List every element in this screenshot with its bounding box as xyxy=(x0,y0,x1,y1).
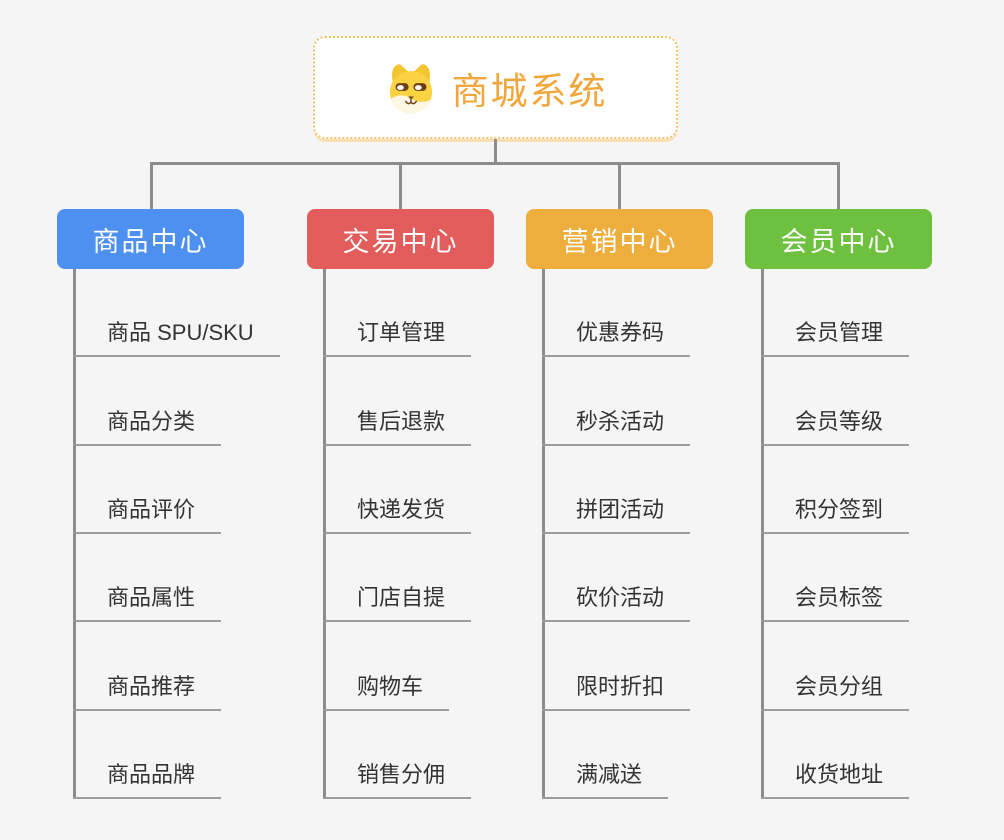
leaf-node-shipping-address[interactable]: 收货地址 xyxy=(761,751,910,799)
leaf-node-store-pickup[interactable]: 门店自提 xyxy=(323,574,472,622)
branch-node-trade-center[interactable]: 交易中心 xyxy=(307,209,494,269)
leaf-node-limited-time-discount[interactable]: 限时折扣 xyxy=(542,663,691,711)
leaf-node-member-tag[interactable]: 会员标签 xyxy=(761,574,910,622)
spine-goods-center xyxy=(73,269,76,799)
leaf-node-goods-spu-sku[interactable]: 商品 SPU/SKU xyxy=(73,309,280,357)
branch-node-marketing-center[interactable]: 营销中心 xyxy=(526,209,713,269)
leaf-node-express-delivery[interactable]: 快递发货 xyxy=(323,486,472,534)
leaf-node-order-management[interactable]: 订单管理 xyxy=(323,309,472,357)
leaf-node-points-checkin[interactable]: 积分签到 xyxy=(761,486,910,534)
leaf-node-goods-category[interactable]: 商品分类 xyxy=(73,398,222,446)
leaf-node-aftersale-refund[interactable]: 售后退款 xyxy=(323,398,472,446)
leaf-node-full-reduction[interactable]: 满减送 xyxy=(542,751,669,799)
connector-horizontal xyxy=(150,162,840,165)
connector-root-stub xyxy=(494,139,497,164)
connector-drop-goods xyxy=(150,162,153,210)
spine-member-center xyxy=(761,269,764,799)
spine-marketing-center xyxy=(542,269,545,799)
leaf-node-shopping-cart[interactable]: 购物车 xyxy=(323,663,450,711)
leaf-node-coupon-code[interactable]: 优惠券码 xyxy=(542,309,691,357)
leaf-node-goods-brand[interactable]: 商品品牌 xyxy=(73,751,222,799)
shiba-dog-icon xyxy=(389,63,432,113)
leaf-node-member-management[interactable]: 会员管理 xyxy=(761,309,910,357)
leaf-node-member-group[interactable]: 会员分组 xyxy=(761,663,910,711)
leaf-node-flash-sale[interactable]: 秒杀活动 xyxy=(542,398,691,446)
leaf-node-bargain-activity[interactable]: 砍价活动 xyxy=(542,574,691,622)
connector-drop-trade xyxy=(399,162,402,210)
leaf-node-goods-attribute[interactable]: 商品属性 xyxy=(73,574,222,622)
branch-node-goods-center[interactable]: 商品中心 xyxy=(57,209,244,269)
leaf-node-member-level[interactable]: 会员等级 xyxy=(761,398,910,446)
connector-drop-member xyxy=(837,162,840,210)
root-title: 商城系统 xyxy=(451,70,608,112)
leaf-node-group-buy[interactable]: 拼团活动 xyxy=(542,486,691,534)
leaf-node-sales-commission[interactable]: 销售分佣 xyxy=(323,751,472,799)
branch-node-member-center[interactable]: 会员中心 xyxy=(745,209,932,269)
root-node[interactable]: 商城系统 xyxy=(313,36,678,139)
leaf-node-goods-review[interactable]: 商品评价 xyxy=(73,486,222,534)
leaf-node-goods-recommend[interactable]: 商品推荐 xyxy=(73,663,222,711)
connector-drop-marketing xyxy=(618,162,621,210)
spine-trade-center xyxy=(323,269,326,799)
